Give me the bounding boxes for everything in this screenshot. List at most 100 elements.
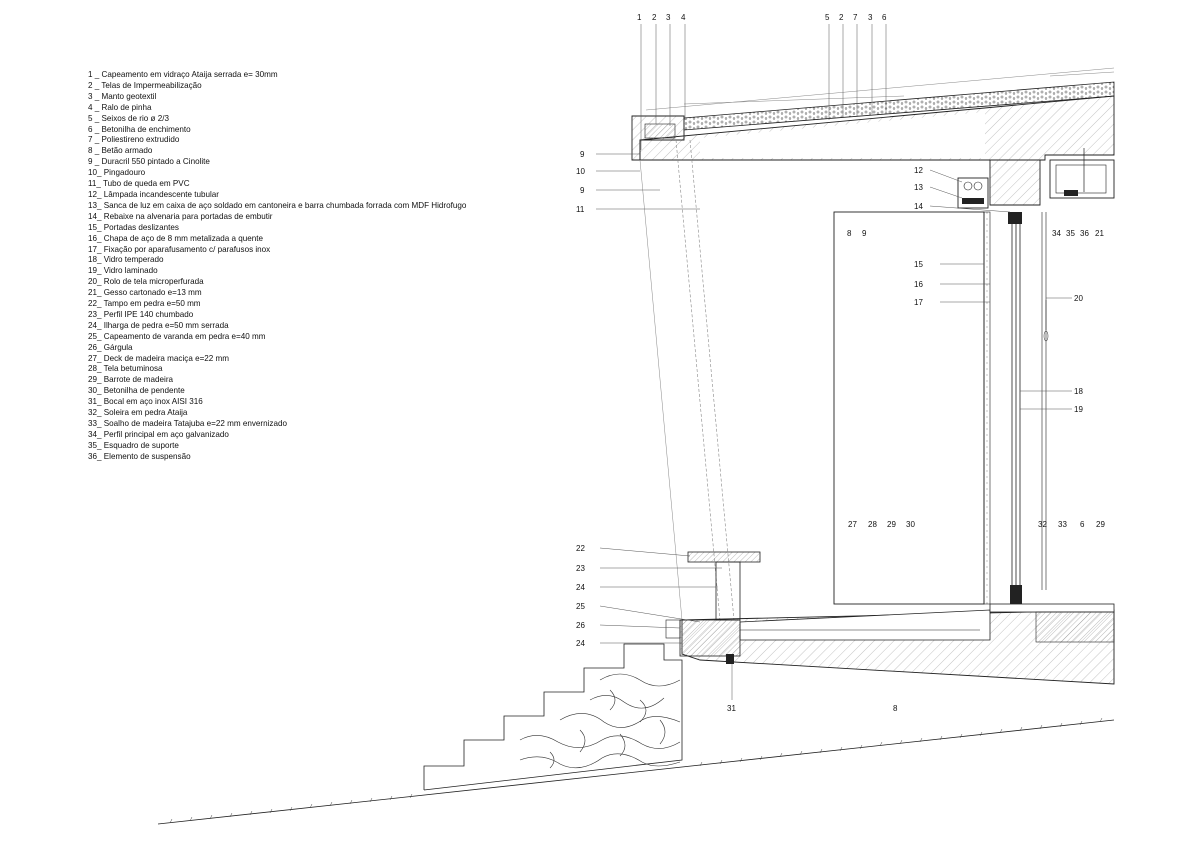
legend-item: 18_ Vidro temperado: [88, 255, 164, 265]
legend-item: 12_ Lâmpada incandescente tubular: [88, 189, 219, 199]
callout-left-side: 9: [580, 150, 585, 159]
deck-layer: [739, 609, 991, 641]
steel-plate: [983, 211, 991, 605]
callout-ceiling: 36: [1080, 229, 1089, 238]
callout-bottom: 8: [893, 704, 898, 713]
floor-slab: [665, 603, 1115, 685]
roof-slab-core: [700, 112, 985, 158]
callout-top-right: 5: [825, 13, 830, 22]
callout-balcony: 23: [576, 564, 585, 573]
bench-leg: [715, 561, 741, 621]
callout-balcony: 25: [576, 602, 585, 611]
legend-item: 3 _ Manto geotextil: [88, 91, 157, 101]
stone-stairs: [423, 643, 683, 791]
callout-panel: 16: [914, 280, 923, 289]
legend-item: 28_ Tela betuminosa: [88, 364, 163, 374]
callout-panel: 17: [914, 298, 923, 307]
callout-labels: 1 2 3 4 5 2 7 3 6 9 10 9 11 12 13 14 8 9…: [576, 13, 1105, 713]
legend-item: 34_ Perfil principal em aço galvanizado: [88, 429, 229, 439]
downpipe: [639, 139, 735, 621]
legend-item: 25_ Capeamento de varanda em pedra e=40 …: [88, 331, 266, 341]
callout-left-side: 9: [580, 186, 585, 195]
callout-top-left: 4: [681, 13, 686, 22]
callout-balcony: 24: [576, 639, 585, 648]
callout-floor-left: 27: [848, 520, 857, 529]
callout-top-left: 2: [652, 13, 657, 22]
ground-line: [157, 717, 1115, 825]
legend-item: 27_ Deck de madeira maciça e=22 mm: [88, 353, 230, 363]
stone-bench: [687, 551, 761, 621]
light-cove-box: [957, 177, 989, 209]
legend-item: 6 _ Betonilha de enchimento: [88, 124, 191, 134]
callout-floor-right: 33: [1058, 520, 1067, 529]
bench-top: [687, 551, 761, 563]
callout-balcony: 22: [576, 544, 585, 553]
material-legend: 1 _ Capeamento em vidraço Ataija serrada…: [88, 70, 466, 463]
legend-item: 31_ Bocal em aço inox AISI 316: [88, 397, 203, 407]
callout-ceiling: 35: [1066, 229, 1075, 238]
legend-item: 32_ Soleira em pedra Ataija: [88, 408, 188, 418]
callout-left-side: 10: [576, 167, 585, 176]
legend-item: 8 _ Betão armado: [88, 146, 153, 156]
legend-item: 7 _ Poliestireno extrudido: [88, 135, 180, 145]
balcony-cap: [679, 619, 741, 657]
legend-item: 24_ Ilharga de pedra e=50 mm serrada: [88, 320, 229, 330]
legend-item: 14_ Rebaixe na alvenaria para portadas d…: [88, 211, 273, 221]
callout-floor-right: 32: [1038, 520, 1047, 529]
callout-balcony: 26: [576, 621, 585, 630]
callout-ceiling: 34: [1052, 229, 1061, 238]
callout-lamp-box: 12: [914, 166, 923, 175]
callout-floor-left: 29: [887, 520, 896, 529]
wall-panel: [833, 211, 985, 605]
callout-floor-right: 6: [1080, 520, 1085, 529]
legend-item: 23_ Perfil IPE 140 chumbado: [88, 309, 194, 319]
legend-item: 21_ Gesso cartonado e=13 mm: [88, 288, 202, 298]
legend-item: 29_ Barrote de madeira: [88, 375, 174, 385]
legend-item: 1 _ Capeamento em vidraço Ataija serrada…: [88, 70, 278, 79]
legend-item: 33_ Soalho de madeira Tatajuba e=22 mm e…: [88, 419, 287, 428]
leader-lines: [596, 24, 1072, 700]
legend-item: 22_ Tampo em pedra e=50 mm: [88, 299, 201, 309]
legend-item: 5 _ Seixos de rio ø 2/3: [88, 113, 169, 123]
callout-floor-left: 28: [868, 520, 877, 529]
callout-slab: 8: [847, 229, 852, 238]
callout-slab: 9: [862, 229, 867, 238]
legend-item: 4 _ Ralo de pinha: [88, 102, 152, 112]
callout-top-right: 3: [868, 13, 873, 22]
legend-item: 15_ Portadas deslizantes: [88, 222, 179, 232]
legend-item: 20_ Rolo de tela microperfurada: [88, 277, 204, 287]
legend-item: 17_ Fixação por aparafusamento c/ parafu…: [88, 244, 271, 254]
callout-top-right: 6: [882, 13, 887, 22]
callout-left-side: 11: [576, 205, 585, 214]
legend-item: 26_ Gárgula: [88, 342, 133, 352]
callout-bottom: 31: [727, 704, 736, 713]
legend-item: 9 _ Duracril 550 pintado a Cinolite: [88, 157, 210, 167]
legend-item: 30_ Betonilha de pendente: [88, 386, 185, 396]
callout-screen: 20: [1074, 294, 1083, 303]
interior-wall: [833, 211, 1049, 605]
callout-glass: 19: [1074, 405, 1083, 414]
legend-item: 11_ Tubo de queda em PVC: [88, 179, 190, 189]
callout-floor-right: 29: [1096, 520, 1105, 529]
legend-item: 35_ Esquadro de suporte: [88, 440, 179, 450]
callout-top-right: 7: [853, 13, 858, 22]
callout-lamp-box: 13: [914, 183, 923, 192]
legend-item: 36_ Elemento de suspensão: [88, 451, 191, 461]
legend-item: 2 _ Telas de Impermeabilização: [88, 80, 202, 90]
parapet-insulation: [644, 123, 676, 139]
callout-lamp-box: 14: [914, 202, 923, 211]
callout-floor-left: 30: [906, 520, 915, 529]
callout-top-left: 1: [637, 13, 642, 22]
legend-item: 19_ Vidro laminado: [88, 266, 158, 276]
callout-ceiling: 21: [1095, 229, 1104, 238]
roof-slab: [631, 67, 1115, 209]
callout-panel: 15: [914, 260, 923, 269]
ceiling-suspension-detail: [1049, 159, 1115, 199]
callout-glass: 18: [1074, 387, 1083, 396]
legend-item: 13_ Sanca de luz em caixa de aço soldado…: [88, 200, 467, 210]
legend-item: 10_ Pingadouro: [88, 168, 146, 178]
legend-item: 16_ Chapa de aço de 8 mm metalizada a qu…: [88, 233, 264, 243]
callout-top-right: 2: [839, 13, 844, 22]
callout-balcony: 24: [576, 583, 585, 592]
